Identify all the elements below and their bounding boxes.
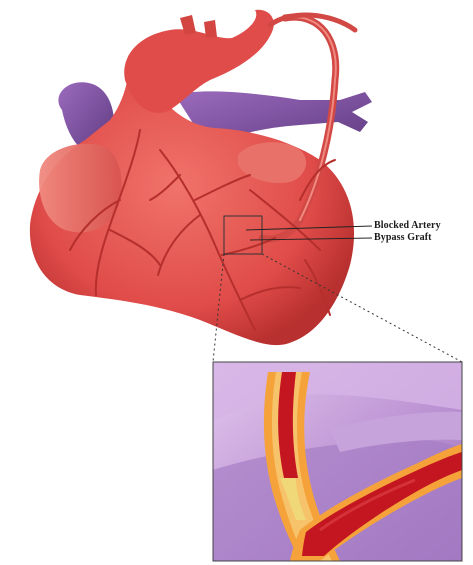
label-bypass-graft: Bypass Graft — [374, 232, 432, 243]
inset-closeup — [213, 362, 462, 561]
label-blocked-artery: Blocked Artery — [374, 220, 441, 231]
aorta-branch-2 — [204, 20, 217, 38]
right-atrium — [39, 144, 122, 233]
